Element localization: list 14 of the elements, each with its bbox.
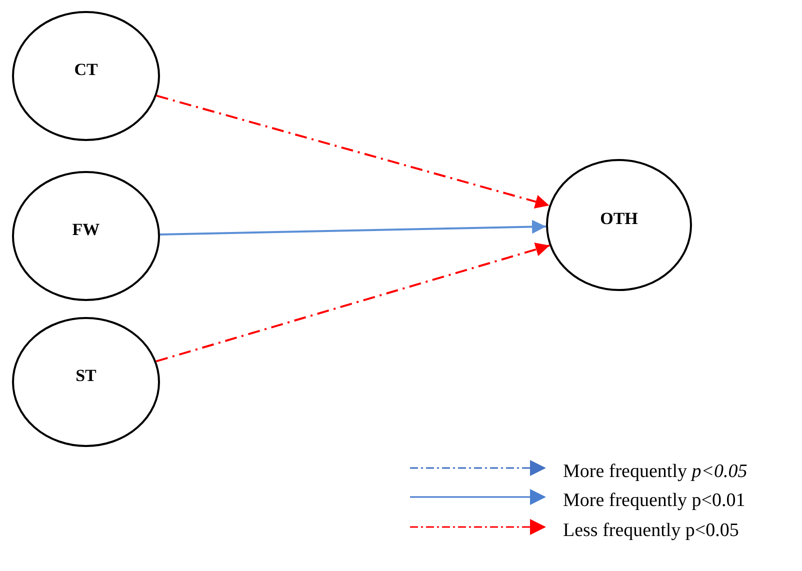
arrow (156, 94, 550, 208)
ellipse-node (12, 171, 160, 301)
legend-text: More frequently p<0.05 (563, 461, 748, 483)
ellipse-node (546, 159, 692, 291)
arrow (156, 242, 550, 362)
arrow (160, 220, 546, 236)
legend-text: Less frequently p<0.05 (563, 520, 739, 542)
ellipse-node (12, 317, 160, 447)
ellipse-node (12, 11, 160, 141)
node-label: FW (72, 220, 100, 240)
node-label: ST (76, 366, 96, 386)
node-label: OTH (600, 209, 638, 229)
legend-text: More frequently p<0.01 (563, 490, 746, 512)
node-label: CT (74, 60, 98, 80)
